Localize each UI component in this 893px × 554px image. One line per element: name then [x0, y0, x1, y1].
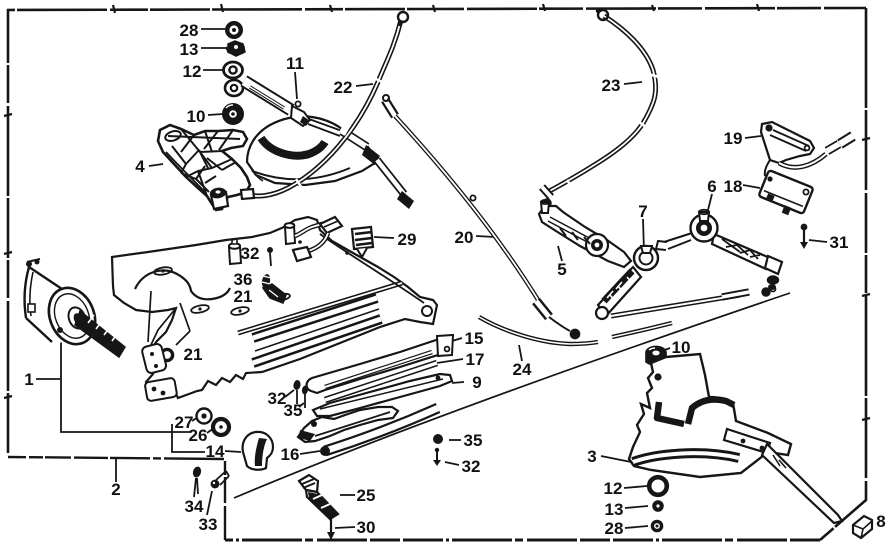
- svg-text:3: 3: [587, 447, 596, 466]
- svg-text:28: 28: [180, 21, 199, 40]
- svg-text:17: 17: [466, 350, 485, 369]
- svg-text:32: 32: [462, 457, 481, 476]
- svg-text:16: 16: [281, 445, 300, 464]
- svg-text:12: 12: [183, 62, 202, 81]
- svg-text:1: 1: [24, 370, 33, 389]
- svg-text:28: 28: [605, 519, 624, 538]
- svg-text:27: 27: [175, 413, 194, 432]
- svg-text:18: 18: [724, 177, 743, 196]
- svg-text:10: 10: [187, 107, 206, 126]
- svg-text:32: 32: [268, 389, 287, 408]
- svg-text:13: 13: [180, 40, 199, 59]
- svg-text:35: 35: [464, 431, 483, 450]
- svg-text:4: 4: [135, 157, 145, 176]
- svg-text:12: 12: [604, 479, 623, 498]
- svg-text:6: 6: [707, 177, 716, 196]
- svg-text:9: 9: [472, 373, 481, 392]
- svg-text:32: 32: [241, 244, 260, 263]
- svg-text:21: 21: [234, 287, 253, 306]
- svg-text:2: 2: [111, 480, 120, 499]
- svg-text:23: 23: [602, 76, 621, 95]
- svg-text:19: 19: [724, 129, 743, 148]
- svg-text:10: 10: [672, 338, 691, 357]
- svg-text:15: 15: [465, 329, 484, 348]
- svg-text:22: 22: [334, 78, 353, 97]
- svg-text:25: 25: [357, 486, 376, 505]
- svg-text:11: 11: [286, 54, 304, 73]
- svg-text:30: 30: [357, 518, 376, 537]
- svg-text:8: 8: [876, 512, 885, 531]
- svg-text:20: 20: [455, 228, 474, 247]
- svg-text:5: 5: [557, 260, 566, 279]
- svg-text:31: 31: [830, 233, 849, 252]
- svg-text:13: 13: [605, 500, 624, 519]
- svg-text:33: 33: [199, 515, 218, 534]
- svg-text:29: 29: [398, 230, 417, 249]
- svg-text:34: 34: [185, 497, 204, 516]
- svg-text:26: 26: [189, 426, 208, 445]
- svg-text:7: 7: [638, 202, 647, 221]
- svg-text:14: 14: [206, 442, 225, 461]
- svg-text:35: 35: [284, 401, 303, 420]
- svg-text:21: 21: [184, 345, 203, 364]
- svg-text:36: 36: [234, 270, 253, 289]
- svg-text:24: 24: [513, 360, 532, 379]
